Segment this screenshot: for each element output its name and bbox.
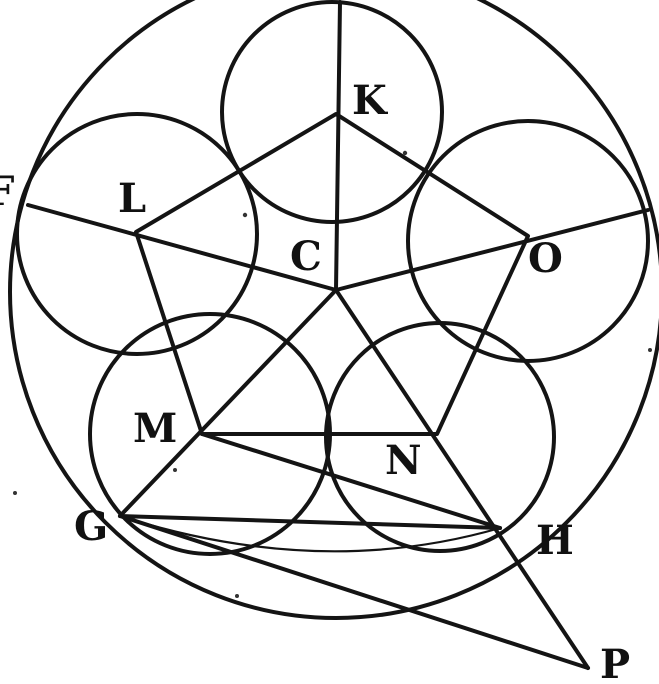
label-c: C [290,233,322,280]
circle-o [406,119,650,363]
arc-g-h [118,514,502,553]
speck-5 [235,594,239,598]
line-f-to-c [26,203,338,292]
label-p: P [600,641,630,684]
circle-n [324,321,556,553]
speck-1 [242,212,248,218]
circle-l [15,112,259,356]
line-g-to-p [118,514,590,670]
line-c-to-o [334,208,650,292]
label-o: O [528,235,563,282]
line-c-to-p [334,288,590,670]
speck-4 [13,491,17,495]
label-n: N [385,437,422,484]
label-l: L [118,175,146,222]
chord-g-h [118,514,502,530]
circle-k [220,0,444,224]
speck-2 [402,150,408,156]
label-f: F [0,168,14,215]
line-top-to-c [334,0,342,292]
label-k: K [352,77,388,124]
label-g: G [74,503,108,550]
label-m: M [133,405,177,452]
line-c-to-g [118,288,338,518]
speck-3 [173,468,177,472]
center-pentagon [134,112,530,436]
speck-6 [648,348,652,352]
line-m-to-h [200,432,502,530]
label-h: H [536,517,574,564]
outer-circle [8,0,659,620]
